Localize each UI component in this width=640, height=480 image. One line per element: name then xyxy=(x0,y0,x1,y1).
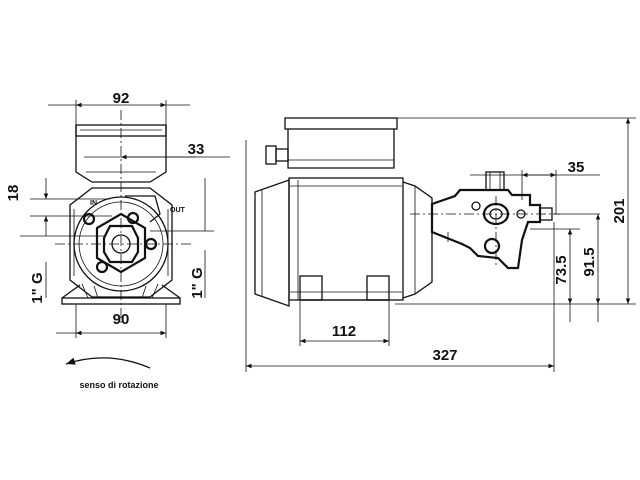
front-bolt xyxy=(126,211,140,225)
front-motor-body xyxy=(69,187,173,298)
dim-327-label: 327 xyxy=(432,347,457,364)
side-pump-bolt xyxy=(483,237,501,255)
dim-35-label: 35 xyxy=(568,159,585,176)
port-in-label: IN xyxy=(90,200,97,207)
rotation-label: senso di rotazione xyxy=(79,380,158,390)
dim-201-label: 201 xyxy=(611,198,628,223)
port-out-label: OUT xyxy=(170,207,186,214)
rotation-arrow-icon xyxy=(65,357,151,369)
front-pump-port xyxy=(102,224,140,264)
side-foot xyxy=(366,275,390,301)
front-bolt xyxy=(95,260,109,274)
side-view: 35 73.5 91.5 201 112 327 xyxy=(245,117,636,372)
side-terminal-box xyxy=(287,129,395,169)
side-motor-body xyxy=(288,177,404,301)
dim-73-5-label: 73.5 xyxy=(553,255,570,284)
port-right-label: 1" G xyxy=(189,267,206,298)
dim-91-5-label: 91.5 xyxy=(581,247,598,276)
front-bolt xyxy=(82,212,96,226)
side-flange xyxy=(402,181,433,299)
side-fan-cover xyxy=(254,179,290,307)
side-foot xyxy=(299,275,323,301)
dim-92-label: 92 xyxy=(113,90,130,107)
side-pump-body xyxy=(430,188,542,270)
dim-112-label: 112 xyxy=(332,323,356,340)
front-view: 92 33 18 1" G 1" G IN OUT 90 senso di ro… xyxy=(5,90,230,390)
side-terminal-lid xyxy=(284,117,398,130)
cable-gland xyxy=(265,145,277,165)
dim-90-label: 90 xyxy=(113,311,130,328)
side-pump-top xyxy=(485,171,505,191)
port-left-label: 1" G xyxy=(29,272,46,303)
dim-18-label: 18 xyxy=(5,185,22,202)
dim-33-label: 33 xyxy=(188,141,205,158)
